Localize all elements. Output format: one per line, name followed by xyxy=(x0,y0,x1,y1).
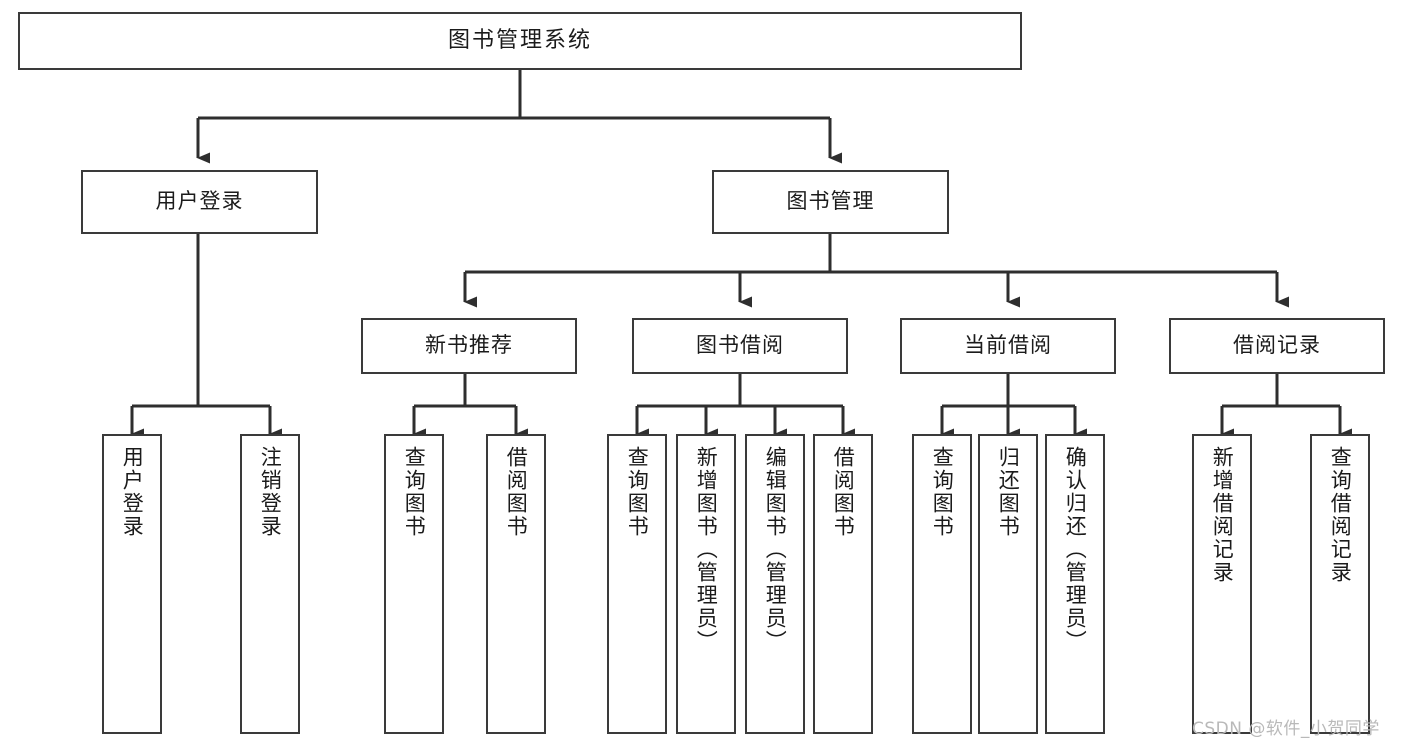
node-book-management[interactable]: 图书管理 xyxy=(712,170,949,234)
node-label: 当前借阅 xyxy=(964,333,1052,358)
leaf-current-borrow-query-book[interactable]: 查询图书 xyxy=(912,434,972,734)
leaf-new-book-query-book[interactable]: 查询图书 xyxy=(384,434,444,734)
leaf-current-borrow-confirm-return-admin[interactable]: 确认归还（管理员） xyxy=(1045,434,1105,734)
node-label: 注销登录 xyxy=(258,446,283,538)
leaf-new-book-borrow-book[interactable]: 借阅图书 xyxy=(486,434,546,734)
leaf-borrow-record-query-record[interactable]: 查询借阅记录 xyxy=(1310,434,1370,734)
node-label: 借阅图书 xyxy=(831,446,856,538)
node-label: 借阅图书 xyxy=(504,446,529,538)
node-label: 归还图书 xyxy=(996,446,1021,538)
csdn-watermark: CSDN @软件_小贺同学 xyxy=(1192,719,1380,739)
node-label: 确认归还（管理员） xyxy=(1063,446,1088,653)
leaf-user-login-login[interactable]: 用户登录 xyxy=(102,434,162,734)
node-new-book-recommendation[interactable]: 新书推荐 xyxy=(361,318,577,374)
node-user-login[interactable]: 用户登录 xyxy=(81,170,318,234)
node-label: 图书管理 xyxy=(786,189,875,214)
node-label: 查询借阅记录 xyxy=(1328,446,1353,584)
node-label: 借阅记录 xyxy=(1233,333,1321,358)
node-label: 图书借阅 xyxy=(696,333,784,358)
node-borrow-record[interactable]: 借阅记录 xyxy=(1169,318,1385,374)
node-label: 用户登录 xyxy=(120,446,145,538)
leaf-book-borrow-add-book-admin[interactable]: 新增图书（管理员） xyxy=(676,434,736,734)
node-current-borrow[interactable]: 当前借阅 xyxy=(900,318,1116,374)
node-label: 图书管理系统 xyxy=(447,27,592,53)
leaf-borrow-record-add-record[interactable]: 新增借阅记录 xyxy=(1192,434,1252,734)
node-label: 新增图书（管理员） xyxy=(694,446,719,653)
node-book-borrow[interactable]: 图书借阅 xyxy=(632,318,848,374)
node-label: 新增借阅记录 xyxy=(1210,446,1235,584)
node-label: 新书推荐 xyxy=(425,333,513,358)
node-label: 查询图书 xyxy=(930,446,955,538)
node-root-book-management-system[interactable]: 图书管理系统 xyxy=(18,12,1022,70)
node-label: 编辑图书（管理员） xyxy=(763,446,788,653)
leaf-current-borrow-return-book[interactable]: 归还图书 xyxy=(978,434,1038,734)
node-label: 查询图书 xyxy=(625,446,650,538)
leaf-book-borrow-query-book[interactable]: 查询图书 xyxy=(607,434,667,734)
node-label: 用户登录 xyxy=(155,189,244,214)
leaf-user-login-logout[interactable]: 注销登录 xyxy=(240,434,300,734)
leaf-book-borrow-borrow-book[interactable]: 借阅图书 xyxy=(813,434,873,734)
leaf-book-borrow-edit-book-admin[interactable]: 编辑图书（管理员） xyxy=(745,434,805,734)
node-label: 查询图书 xyxy=(402,446,427,538)
